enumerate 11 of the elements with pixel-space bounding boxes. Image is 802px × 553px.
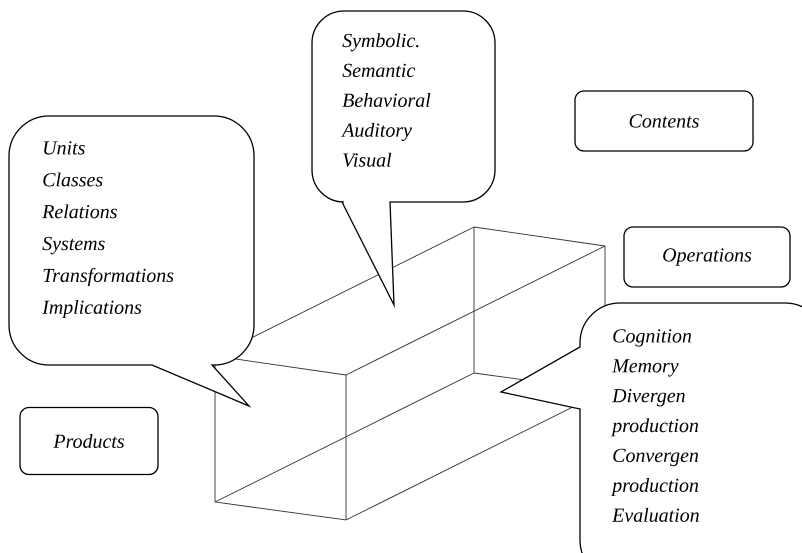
node-label: Memory xyxy=(612,359,679,377)
label-box: Operations xyxy=(623,226,791,288)
label-box: Products xyxy=(19,406,159,476)
node-label: Divergen production xyxy=(611,388,698,436)
speech-bubble: Units Classes Relations Systems Transformations Implications xyxy=(8,115,255,407)
node-label: Convergen production xyxy=(611,448,698,496)
node-label: Evaluation xyxy=(612,508,699,522)
node-label: Cognition xyxy=(613,329,692,347)
label-box: Contents xyxy=(574,90,754,152)
speech-bubble: Symbolic. Semantic Behavioral Auditory Visual xyxy=(311,10,496,306)
speech-bubble: Cognition Memory Divergen production Convergen production Evaluation xyxy=(500,302,802,553)
